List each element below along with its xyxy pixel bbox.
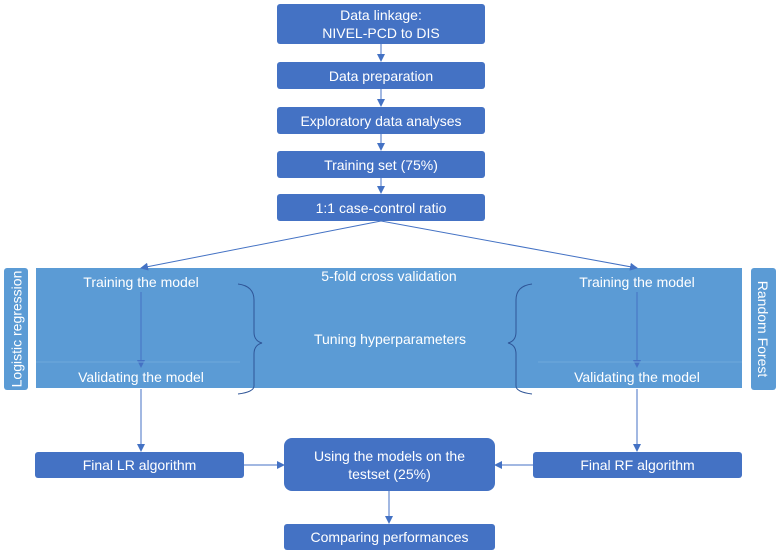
right-validating-label: Validating the model [574, 369, 700, 385]
left-validating-label: Validating the model [78, 369, 204, 385]
tuning-label: Tuning hyperparameters [313, 331, 466, 347]
training-set-label: Training set (75%) [324, 156, 438, 173]
left-training-label: Training the model [83, 274, 199, 290]
left-brace [237, 283, 263, 395]
cross-validation-panel [36, 268, 742, 388]
testset-line2: testset (25%) [348, 465, 431, 482]
training-set-box: Training set (75%) [277, 151, 485, 178]
data-preparation-box: Data preparation [277, 62, 485, 89]
data-linkage-box: Data linkage: NIVEL-PCD to DIS [277, 4, 485, 44]
comparing-label: Comparing performances [310, 529, 469, 545]
case-control-label: 1:1 case-control ratio [315, 199, 447, 216]
final-rf-box: Final RF algorithm [533, 452, 742, 478]
data-preparation-label: Data preparation [328, 67, 434, 84]
right-training-label: Training the model [579, 274, 695, 290]
data-linkage-line1: Data linkage: [340, 7, 422, 23]
final-rf-label: Final RF algorithm [580, 457, 695, 473]
comparing-box: Comparing performances [284, 524, 495, 550]
testset-box: Using the models on the testset (25%) [284, 438, 495, 491]
arrow-case-control-to-right-training [380, 220, 638, 271]
random-forest-label-box: Random Forest [751, 268, 776, 390]
exploratory-box: Exploratory data analyses [277, 107, 485, 134]
exploratory-label: Exploratory data analyses [300, 112, 462, 129]
case-control-box: 1:1 case-control ratio [277, 194, 485, 221]
testset-line1: Using the models on the [314, 447, 465, 464]
data-linkage-line2: NIVEL-PCD to DIS [322, 25, 440, 41]
final-lr-label: Final LR algorithm [82, 457, 197, 473]
right-brace [507, 283, 533, 395]
cross-validation-label: 5-fold cross validation [321, 268, 457, 284]
final-lr-box: Final LR algorithm [35, 452, 244, 478]
arrow-case-control-to-left-training [140, 220, 382, 271]
logistic-regression-label-box: Logistic regression [4, 268, 28, 390]
